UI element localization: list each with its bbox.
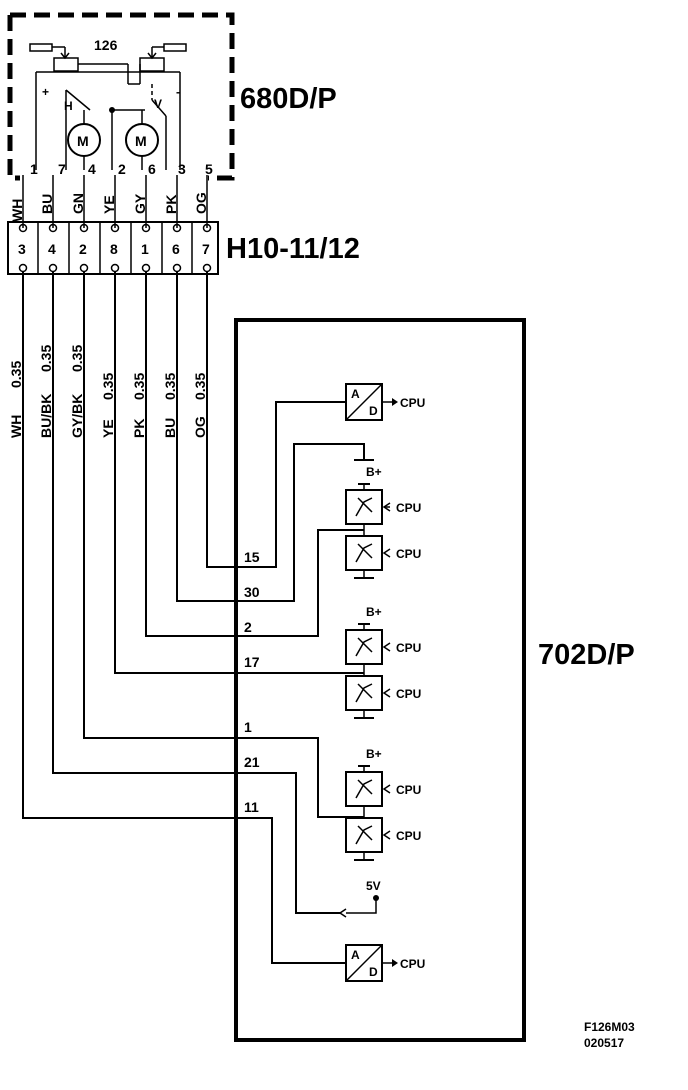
module-pin: 1 bbox=[30, 161, 38, 177]
motor-h-label: H bbox=[64, 99, 73, 113]
module-wire-color: WH bbox=[9, 199, 25, 222]
potentiometer-right bbox=[139, 43, 187, 72]
connector-h10: 3 4 2 8 1 6 7 H10-11/12 bbox=[7, 221, 360, 275]
harness-wire-size: 0.35 bbox=[38, 345, 54, 372]
harness-wire-size: 0.35 bbox=[162, 373, 178, 400]
motor-v-symbol: M bbox=[135, 133, 147, 149]
module-pin: 6 bbox=[148, 161, 156, 177]
module-wire-color: GY bbox=[132, 193, 148, 214]
cm-pin: 30 bbox=[244, 584, 260, 600]
cm-pin: 2 bbox=[244, 619, 252, 635]
bplus-label: B+ bbox=[366, 747, 382, 761]
adc-top: A D CPU bbox=[345, 383, 425, 421]
five-v-label: 5V bbox=[366, 879, 381, 893]
motor-h-symbol: M bbox=[77, 133, 89, 149]
driver-group-2: B+ CPU CPU bbox=[345, 605, 421, 719]
adc-d-label: D bbox=[369, 404, 378, 418]
cpu-label: CPU bbox=[396, 547, 421, 561]
bplus-label: B+ bbox=[366, 605, 382, 619]
cpu-label: CPU bbox=[396, 687, 421, 701]
module-wire-color: BU bbox=[39, 194, 55, 214]
connector-pin: 3 bbox=[18, 241, 26, 257]
motor-v: M bbox=[125, 110, 159, 170]
harness-wires: WH 0.35 BU/BK 0.35 GY/BK 0.35 YE 0.35 PK… bbox=[8, 272, 240, 819]
module-pin: 3 bbox=[178, 161, 186, 177]
sensor-module-680dp: 680D/P 126 + bbox=[7, 12, 337, 181]
module-pin: 2 bbox=[118, 161, 126, 177]
module-pin: 5 bbox=[205, 161, 213, 177]
harness-wire-size: 0.35 bbox=[69, 345, 85, 372]
connector-pin: 1 bbox=[141, 241, 149, 257]
harness-wire-color: BU/BK bbox=[38, 394, 54, 438]
adc-a-label: A bbox=[351, 948, 360, 962]
connector-label: H10-11/12 bbox=[226, 233, 360, 265]
potentiometer-left bbox=[29, 43, 79, 72]
harness-wire-color: YE bbox=[100, 419, 116, 438]
harness-wire-color: BU bbox=[162, 418, 178, 438]
motor-v-label: V bbox=[154, 97, 162, 111]
cpu-label: CPU bbox=[396, 783, 421, 797]
harness-wire-color: GY/BK bbox=[69, 394, 85, 438]
minus-label: - bbox=[176, 85, 180, 99]
cm-pin: 15 bbox=[244, 549, 260, 565]
cm-pin: 1 bbox=[244, 719, 252, 735]
driver-group-3: B+ CPU CPU bbox=[345, 747, 421, 861]
connector-pin: 8 bbox=[110, 241, 118, 257]
module-pin: 4 bbox=[88, 161, 96, 177]
module-number-label: 126 bbox=[94, 37, 118, 53]
cpu-label: CPU bbox=[396, 641, 421, 655]
cm-pin: 21 bbox=[244, 754, 260, 770]
five-v-reference: 5V bbox=[338, 879, 381, 918]
motor-h: M bbox=[67, 110, 101, 170]
harness-wire-size: 0.35 bbox=[131, 373, 147, 400]
module-680dp-label: 680D/P bbox=[240, 83, 337, 115]
module-wire-color: PK bbox=[163, 195, 179, 214]
cpu-label: CPU bbox=[400, 957, 425, 971]
cm-pin: 17 bbox=[244, 654, 260, 670]
harness-wire-color: WH bbox=[8, 415, 24, 438]
adc-d-label: D bbox=[369, 965, 378, 979]
cpu-label: CPU bbox=[396, 829, 421, 843]
cm-pin: 11 bbox=[244, 799, 259, 815]
connector-pin: 7 bbox=[202, 241, 210, 257]
figure-date: 020517 bbox=[584, 1036, 624, 1050]
harness-wire-color: PK bbox=[131, 419, 147, 438]
adc-bottom: A D CPU bbox=[345, 944, 425, 982]
module-wire-color: GN bbox=[70, 193, 86, 214]
control-module-702dp: 702D/P 15 30 2 17 1 21 11 A D CPU B+ bbox=[234, 318, 635, 1042]
module-pin: 7 bbox=[58, 161, 66, 177]
figure-code: F126M03 bbox=[584, 1020, 635, 1034]
plus-label: + bbox=[42, 85, 49, 99]
module-wires: WH BU GN YE GY PK OG bbox=[9, 175, 209, 228]
module-wire-color: OG bbox=[193, 192, 209, 214]
connector-pin: 6 bbox=[172, 241, 180, 257]
cpu-label: CPU bbox=[396, 501, 421, 515]
bplus-label: B+ bbox=[366, 465, 382, 479]
driver-group-1: B+ CPU CPU bbox=[345, 459, 421, 579]
harness-wire-color: OG bbox=[192, 416, 208, 438]
connector-pin: 4 bbox=[48, 241, 56, 257]
harness-wire-size: 0.35 bbox=[100, 373, 116, 400]
cpu-label: CPU bbox=[400, 396, 425, 410]
harness-wire-size: 0.35 bbox=[192, 373, 208, 400]
module-702dp-label: 702D/P bbox=[538, 639, 635, 671]
adc-a-label: A bbox=[351, 387, 360, 401]
module-wire-color: YE bbox=[101, 195, 117, 214]
connector-pin: 2 bbox=[79, 241, 87, 257]
harness-wire-size: 0.35 bbox=[8, 361, 24, 388]
